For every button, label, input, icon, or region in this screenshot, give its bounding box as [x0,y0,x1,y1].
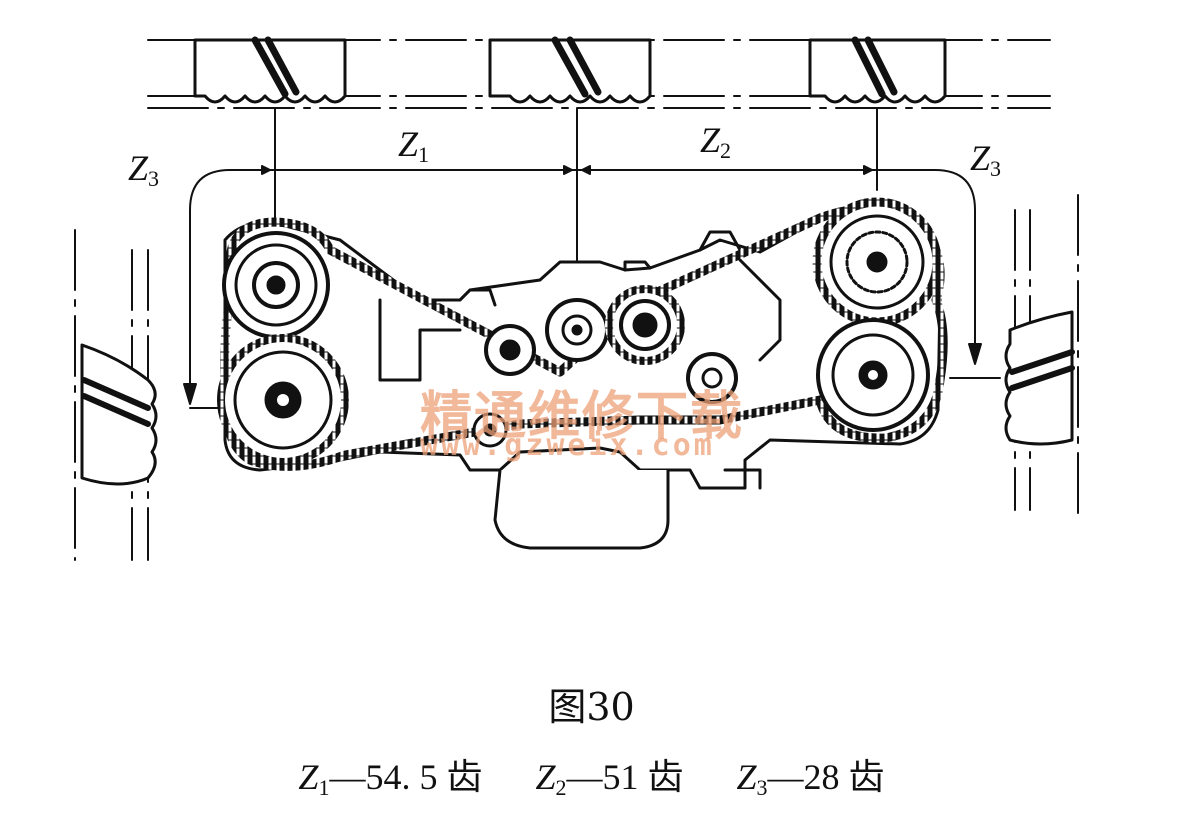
left-belt-section [80,343,158,486]
right-lower-pulley [816,318,930,432]
tensioner-pulley [686,352,738,404]
label-z3-left: Z3 [128,148,160,191]
label-z3-right: Z3 [970,138,1002,181]
legend-item-z2: Z2—51 齿 [535,757,684,800]
watermark-text: 精通维修下载 [420,387,745,447]
label-z2: Z2 [700,120,732,163]
tooth-count-legend: Z1—54. 5 齿 Z2—51 齿 Z3—28 齿 [0,748,1183,801]
top-belt-section-center [488,36,652,104]
top-belt-section-right [808,36,947,104]
legend-item-z3: Z3—28 齿 [736,757,885,800]
right-camshaft-pulley [812,197,942,327]
left-camshaft-pulley [222,231,330,339]
lower-center-pulley [472,412,508,448]
idler-pulley-small [484,324,536,376]
top-belt-section-left [193,36,347,104]
left-lower-pulley [217,334,349,466]
figure-title: 图30 [548,685,635,729]
legend-item-z1: Z1—54. 5 齿 [298,757,483,800]
right-guide-lines [1014,194,1079,516]
label-z1: Z1 [398,124,430,167]
crankshaft-sprocket [605,285,685,365]
right-belt-section [1004,310,1075,446]
watermark-url: www.gzweix.com [420,428,715,463]
center-idler-pulley [545,298,609,362]
dimension-lines [183,107,1001,409]
timing-belt [220,204,948,471]
